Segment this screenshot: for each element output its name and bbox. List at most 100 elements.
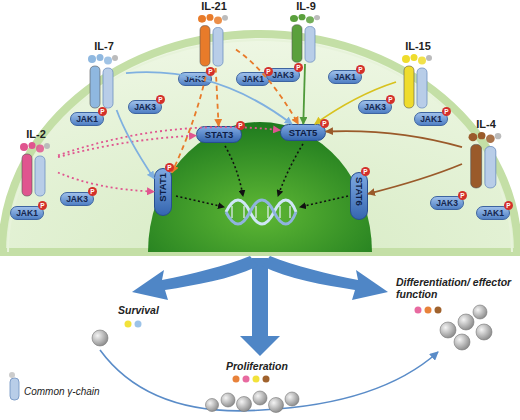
cell (253, 391, 267, 405)
dna-strand (226, 200, 296, 224)
cell (206, 399, 219, 412)
dna-rungs (232, 206, 290, 218)
ligand (411, 54, 418, 61)
receptor-chain (22, 154, 32, 196)
cell (237, 397, 252, 412)
receptor-chain (200, 26, 210, 67)
phospho-mark: P (165, 163, 174, 172)
signal-arrow (58, 136, 196, 158)
color-dot (263, 376, 270, 383)
kinase-name: JAK3 (66, 194, 88, 204)
effector-cell (454, 334, 470, 350)
stat-name: STAT3 (205, 129, 234, 140)
receptor: IL-21 (192, 0, 236, 68)
legend-icon (9, 372, 19, 400)
cell (269, 398, 284, 413)
receptor-chain (404, 66, 414, 108)
phospho-mark: P (294, 63, 303, 72)
receptor-symbol (192, 14, 236, 68)
signal-arrow (117, 110, 154, 179)
signal-arrow (172, 68, 207, 173)
ligand (97, 54, 104, 61)
signal-arrow (58, 173, 154, 192)
color-dot (233, 376, 240, 383)
kinase-name: JAK1 (76, 114, 98, 124)
phospho-mark: P (38, 201, 47, 210)
kinase-name: JAK1 (16, 208, 38, 218)
ligand (426, 55, 432, 61)
nucleus (148, 122, 372, 252)
receptor: IL-7 (82, 40, 126, 110)
common-gamma-chain (103, 68, 113, 108)
common-gamma-chain (417, 68, 427, 108)
signal-arrow (236, 50, 298, 125)
kinase-name: JAK3 (184, 74, 206, 84)
cytokine-label: IL-21 (182, 0, 246, 13)
outcome-label: Differentiation/ effector function (396, 276, 512, 300)
ligand (198, 15, 206, 23)
ligand (299, 14, 306, 20)
receptor-symbol (462, 132, 510, 190)
cytokine-label: IL-2 (4, 128, 68, 141)
stat-name: STAT6 (351, 177, 367, 206)
receptor: IL-15 (396, 40, 440, 110)
kinase-name: JAK3 (272, 70, 294, 80)
phospho-mark: P (236, 121, 245, 130)
ligand (495, 133, 502, 139)
effector-cell (473, 305, 487, 319)
common-gamma-chain (10, 378, 19, 400)
outcome-label: Proliferation (226, 360, 316, 372)
stat-factor: STAT5 (280, 124, 326, 141)
ligand (290, 15, 298, 22)
stat-dna-arrow (225, 146, 243, 196)
signal-arrow (303, 64, 305, 124)
receptor-symbol (284, 14, 328, 64)
kinase-name: JAK1 (420, 114, 442, 124)
phospho-mark: P (320, 119, 329, 128)
signal-arrow (315, 82, 396, 124)
dna-strand (226, 200, 296, 224)
ligand (469, 133, 478, 141)
ligand (112, 55, 118, 61)
ligand (36, 145, 44, 153)
legend-text: Common γ-chain (24, 386, 100, 397)
phospho-mark: P (442, 107, 451, 116)
phospho-mark: P (386, 95, 395, 104)
stat-name: STAT1 (155, 173, 171, 202)
stat-dna-arrow (176, 196, 224, 207)
signal-arrow (58, 127, 280, 155)
ligand (104, 57, 112, 65)
signal-arrow (326, 131, 462, 147)
kinase-name: JAK1 (482, 208, 504, 218)
outcome-arrow (262, 256, 388, 300)
color-dot (243, 376, 250, 383)
effector-cell (458, 314, 474, 330)
color-dot (425, 307, 432, 314)
color-dot (135, 321, 142, 328)
stat-factor: STAT1 (154, 168, 172, 216)
phospho-mark: P (88, 187, 97, 196)
phospho-mark: P (98, 107, 107, 116)
effector-cell (440, 322, 456, 338)
stat-dna-arrow (278, 144, 303, 196)
ligand (207, 14, 214, 21)
phospho-mark: P (264, 67, 273, 76)
signal-arrow (216, 68, 219, 126)
ligand (314, 15, 320, 20)
stat-name: STAT5 (289, 127, 318, 138)
receptor: IL-4 (462, 118, 510, 190)
common-gamma-chain (213, 28, 223, 67)
common-gamma-chain (485, 147, 496, 188)
outcome-label: Survival (118, 304, 188, 316)
stat-dna-arrow (300, 196, 348, 207)
color-dot (253, 376, 260, 383)
outcome-arrow (132, 256, 258, 300)
cell (285, 392, 299, 406)
ligand (88, 55, 96, 63)
kinase-name: JAK1 (242, 74, 264, 84)
kinase-name: JAK3 (364, 102, 386, 112)
cytokine-label: IL-15 (386, 40, 450, 53)
